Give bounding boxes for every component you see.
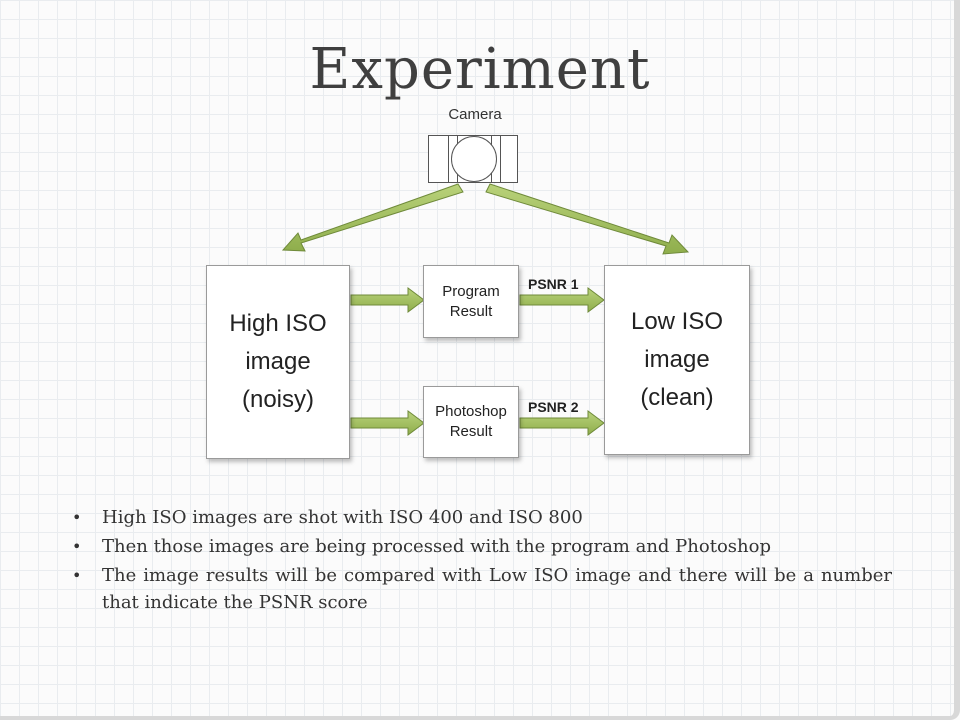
program-result-line2: Result <box>449 302 493 320</box>
photoshop-result-line1: Photoshop <box>435 403 507 420</box>
low-iso-image-box: Low ISO image (clean) <box>604 265 750 455</box>
arrow-high-iso-to-photoshop <box>350 410 425 436</box>
camera-label: Camera <box>448 106 502 123</box>
bullet-text: High ISO images are shot with ISO 400 an… <box>102 507 583 528</box>
arrow-high-iso-to-program <box>350 287 425 313</box>
low-iso-line1: Low ISO <box>630 308 724 335</box>
psnr1-label: PSNR 1 <box>528 276 579 292</box>
low-iso-line3: (clean) <box>640 384 714 411</box>
bullet-text: Then those images are being processed wi… <box>102 536 771 557</box>
arrow-camera-to-high-iso <box>281 183 464 252</box>
bullet-dot: • <box>72 537 82 556</box>
arrow-photoshop-to-low-iso <box>519 410 605 436</box>
bullet-item: • The image results will be compared wit… <box>62 562 892 616</box>
high-iso-image-box: High ISO image (noisy) <box>206 265 350 459</box>
bullet-text: The image results will be compared with … <box>102 565 892 613</box>
photoshop-result-box: Photoshop Result <box>423 386 519 458</box>
psnr2-label: PSNR 2 <box>528 399 579 415</box>
photoshop-result-line2: Result <box>449 423 493 440</box>
bullet-item: • Then those images are being processed … <box>62 533 892 560</box>
bullet-item: • High ISO images are shot with ISO 400 … <box>62 504 892 531</box>
arrow-program-to-low-iso <box>519 287 605 313</box>
program-result-line1: Program <box>442 282 500 300</box>
low-iso-line2: image <box>644 346 710 373</box>
slide-title: Experiment <box>309 37 651 102</box>
bullet-dot: • <box>72 566 82 585</box>
program-result-box: Program Result <box>423 265 519 338</box>
camera-lens <box>451 136 497 182</box>
arrow-camera-to-low-iso <box>485 183 690 255</box>
camera-icon <box>428 135 518 183</box>
high-iso-line2: image <box>245 348 311 375</box>
bullet-list: • High ISO images are shot with ISO 400 … <box>62 504 892 618</box>
bullet-dot: • <box>72 508 82 527</box>
high-iso-line1: High ISO <box>229 310 327 337</box>
high-iso-line3: (noisy) <box>241 386 314 413</box>
